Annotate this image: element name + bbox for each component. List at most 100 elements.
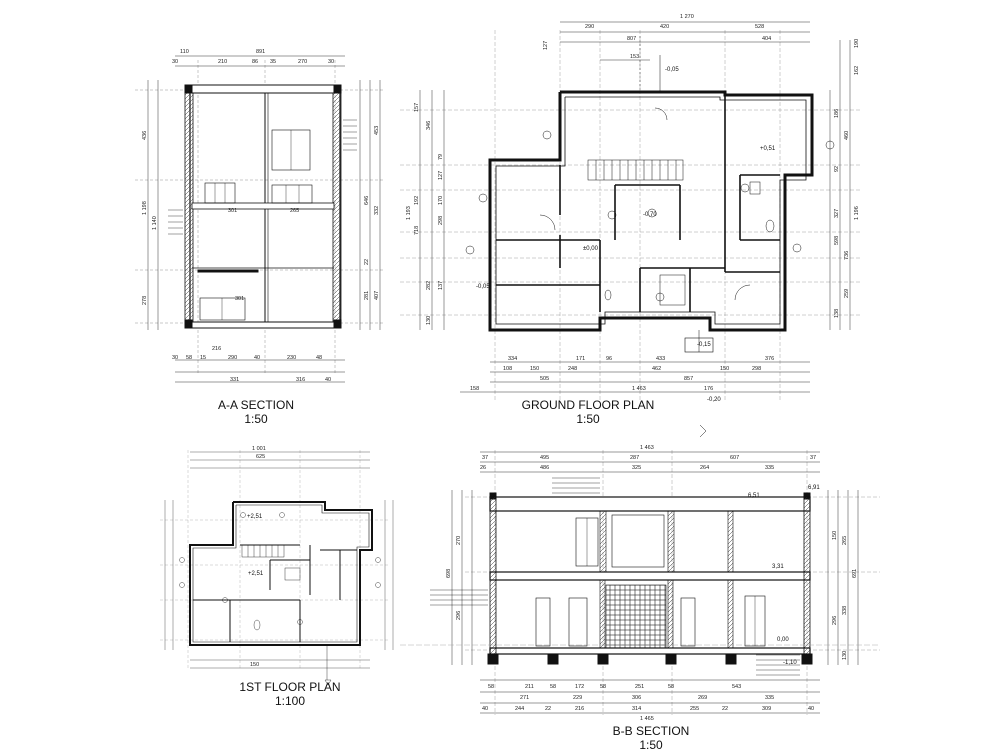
bb-dim-270: 270 <box>456 536 462 545</box>
aa-dim-b30: 30 <box>172 355 178 361</box>
gf-dim-433: 433 <box>656 356 665 362</box>
bb-level-000: 0,00 <box>777 637 789 643</box>
gf-dim-192: 192 <box>414 196 420 205</box>
bb-dim-296l: 296 <box>456 611 462 620</box>
bb-dim-269: 269 <box>698 695 707 701</box>
gf-dim-150a: 150 <box>530 366 539 372</box>
gf-dim-153: 153 <box>630 54 639 60</box>
gf-dim-157: 157 <box>414 103 420 112</box>
aa-dim-1140: 1 140 <box>152 216 158 230</box>
gf-level-top: -0,05 <box>665 67 679 73</box>
bb-dim-325: 325 <box>632 465 641 471</box>
gf-level-outside: -0,20 <box>707 397 721 403</box>
aa-dim-b40: 40 <box>254 355 260 361</box>
aa-dim-270: 270 <box>298 59 307 65</box>
gf-dim-96: 96 <box>606 356 612 362</box>
bb-dim-40b: 40 <box>808 706 814 712</box>
bb-section-title: B-B SECTION <box>612 724 690 738</box>
bb-dim-271: 271 <box>520 695 529 701</box>
bb-dim-22a: 22 <box>545 706 551 712</box>
gf-dim-857: 857 <box>684 376 693 382</box>
bb-dim-255: 255 <box>690 706 699 712</box>
first-floor-drawing <box>160 450 394 686</box>
bb-dim-309: 309 <box>762 706 771 712</box>
gf-level-051: +0,51 <box>760 146 776 152</box>
bb-dim-264: 264 <box>700 465 709 471</box>
aa-dimension-labels: 891 110 30 210 86 35 270 30 301 301 265 … <box>142 49 380 383</box>
bb-dim-244: 244 <box>515 706 524 712</box>
aa-dim-b15: 15 <box>200 355 206 361</box>
aa-dim-301: 301 <box>235 296 244 302</box>
ff-dim-150: 150 <box>250 662 259 668</box>
gf-dim-259: 259 <box>844 289 850 298</box>
aa-dim-407: 407 <box>374 291 380 300</box>
bb-dim-150: 150 <box>832 531 838 540</box>
aa-dim-b40b: 40 <box>325 377 331 383</box>
bb-dim-335b: 335 <box>765 695 774 701</box>
bb-level-691: 6,91 <box>808 485 820 491</box>
bb-dim-22b: 22 <box>722 706 728 712</box>
bb-section-caption: B-B SECTION 1:50 <box>586 724 716 752</box>
first-floor-title: 1ST FLOOR PLAN <box>239 680 341 694</box>
bb-dim-216: 216 <box>575 706 584 712</box>
first-floor-scale: 1:100 <box>274 694 306 708</box>
gf-dim-158: 158 <box>470 386 479 392</box>
aa-dim-30b: 30 <box>328 59 334 65</box>
gf-dim-736: 736 <box>844 251 850 260</box>
aa-dim-1198: 1 198 <box>142 201 148 215</box>
bb-dim-229: 229 <box>573 695 582 701</box>
ground-floor-caption: GROUND FLOOR PLAN 1:50 <box>508 398 668 426</box>
gf-dim-346: 346 <box>426 121 432 130</box>
bb-dimension-labels: 1 463 37 495 287 607 37 26 486 325 264 3… <box>446 445 858 722</box>
bb-dim-58b: 58 <box>550 684 556 690</box>
aa-dim-30a: 30 <box>172 59 178 65</box>
ground-dimension-labels: 1 270 290 420 528 807 404 153 127 -0,05 … <box>406 14 860 403</box>
bb-dim-58a: 58 <box>488 684 494 690</box>
aa-section-title: A-A SECTION <box>217 398 294 412</box>
gf-dim-170: 170 <box>438 196 444 205</box>
gf-dim-334: 334 <box>508 356 517 362</box>
gf-dim-127: 127 <box>438 171 444 180</box>
first-floor-labels: 1 001 625 +2,51 +2,51 150 <box>247 446 266 668</box>
aa-dim-b48: 48 <box>316 355 322 361</box>
gf-dim-404: 404 <box>762 36 771 42</box>
gf-dim-108: 108 <box>503 366 512 372</box>
gf-dim-505: 505 <box>540 376 549 382</box>
gf-dim-186: 186 <box>834 109 840 118</box>
bb-dim-37b: 37 <box>810 455 816 461</box>
aa-dim-210: 210 <box>218 59 227 65</box>
ff-dim-1001: 1 001 <box>252 446 266 452</box>
aa-dim-35: 35 <box>270 59 276 65</box>
bb-dim-306: 306 <box>632 695 641 701</box>
bb-dim-251: 251 <box>635 684 644 690</box>
bb-section-scale: 1:50 <box>639 738 663 752</box>
gf-dim-420: 420 <box>660 24 669 30</box>
bb-dim-26: 26 <box>480 465 486 471</box>
bb-dim-40a: 40 <box>482 706 488 712</box>
gf-dim-718: 718 <box>414 226 420 235</box>
aa-dim-b290: 290 <box>228 355 237 361</box>
gf-dim-528: 528 <box>755 24 764 30</box>
gf-dim-282: 282 <box>426 281 432 290</box>
bb-dim-698: 698 <box>446 569 452 578</box>
bb-dim-130: 130 <box>842 651 848 660</box>
gf-dim-376: 376 <box>765 356 774 362</box>
aa-dim-332: 332 <box>374 206 380 215</box>
bb-dim-338: 338 <box>842 606 848 615</box>
bb-dim-265: 265 <box>842 536 848 545</box>
aa-dim-891: 891 <box>256 49 265 55</box>
gf-dim-176: 176 <box>704 386 713 392</box>
gf-dim-171: 171 <box>576 356 585 362</box>
bb-dim-37a: 37 <box>482 455 488 461</box>
bb-dim-58d: 58 <box>668 684 674 690</box>
aa-dim-301b: 301 <box>228 208 237 214</box>
bb-section-drawing <box>400 450 880 715</box>
ff-level-2: +2,51 <box>247 514 263 520</box>
bb-level-651: 6,51 <box>748 493 760 499</box>
aa-dim-216: 216 <box>212 346 221 352</box>
bb-dim-486: 486 <box>540 465 549 471</box>
ff-level-251: +2,51 <box>248 571 264 577</box>
gf-dim-298l: 298 <box>438 216 444 225</box>
gf-level-000: ±0,00 <box>583 246 599 252</box>
ground-floor-scale: 1:50 <box>576 412 600 426</box>
